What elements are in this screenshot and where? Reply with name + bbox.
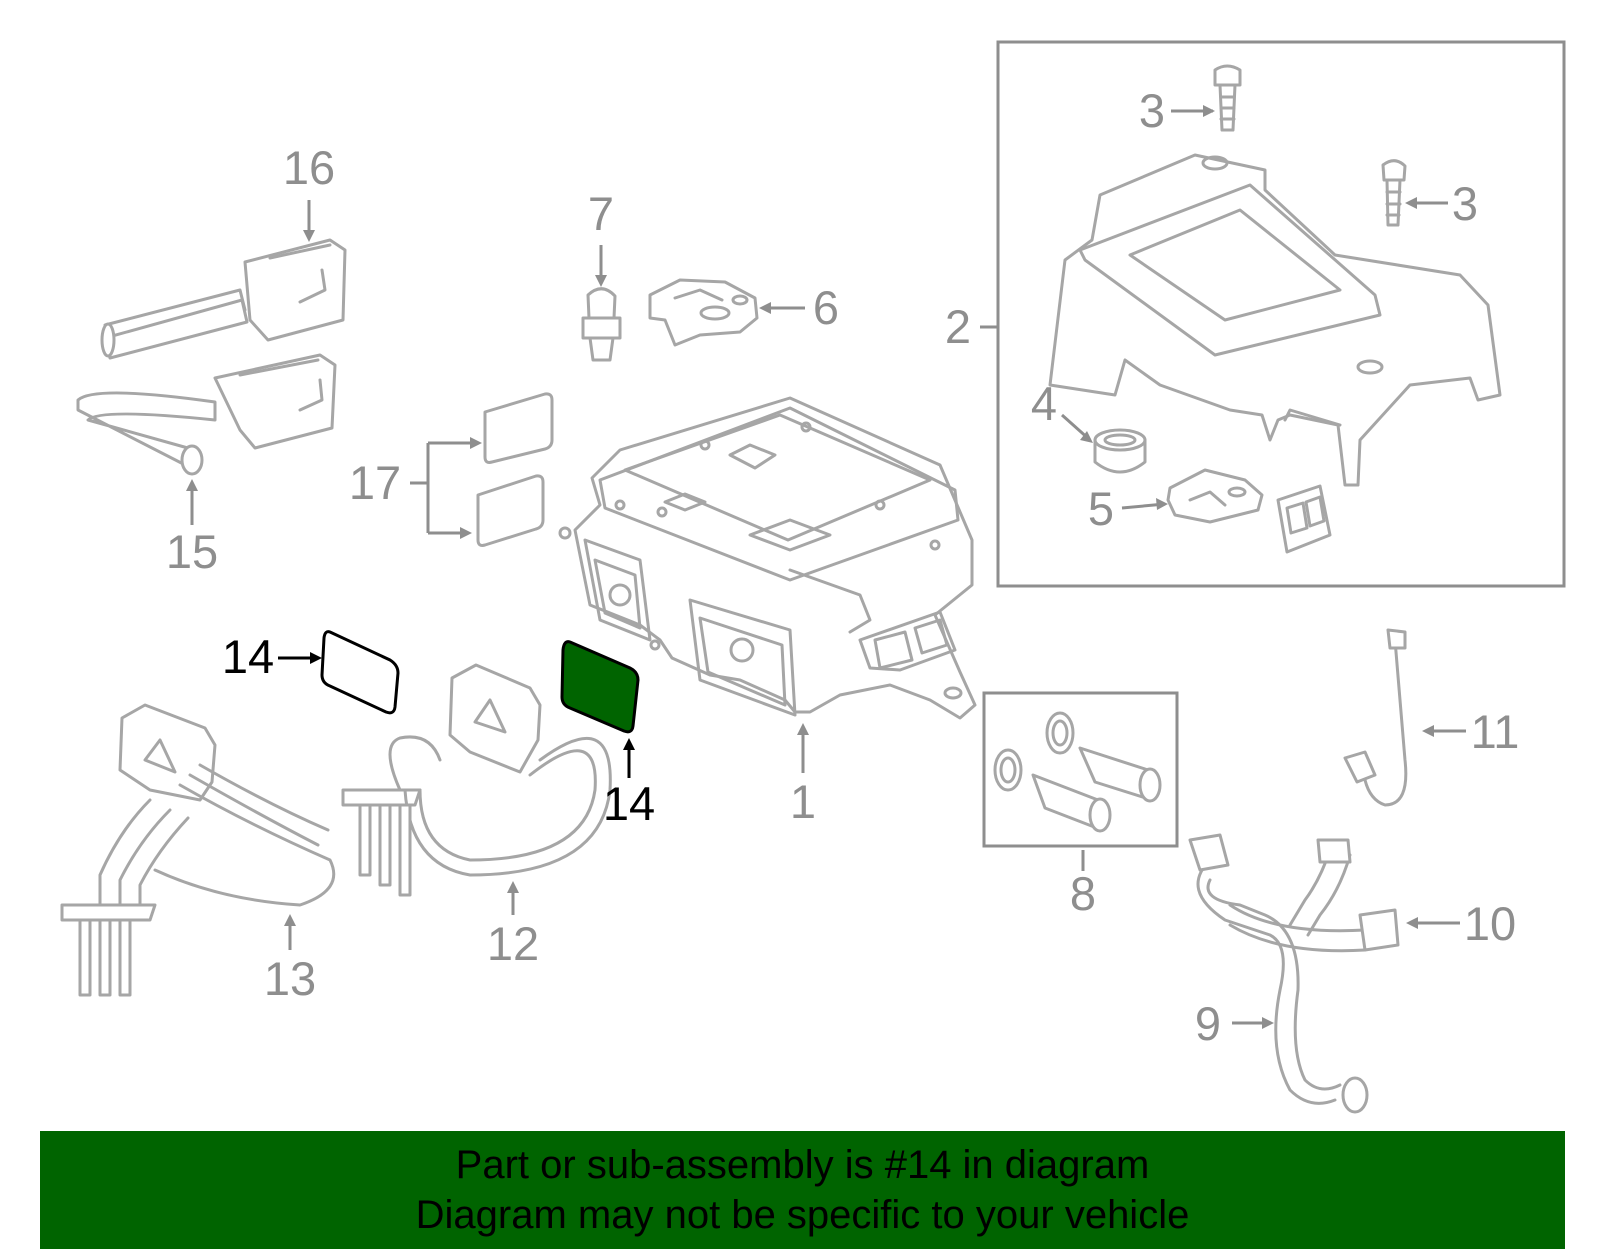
part-8-fittings-drawing xyxy=(993,711,1162,833)
part-15-connector-drawing xyxy=(76,353,337,476)
callout-10: 10 xyxy=(1464,897,1516,950)
part-10-hose-drawing xyxy=(1228,838,1400,953)
callout-3-top: 3 xyxy=(1139,84,1165,137)
part-16-connector-drawing xyxy=(100,238,347,360)
part-14-gasket-left-drawing xyxy=(320,630,400,715)
callout-12: 12 xyxy=(487,917,539,970)
part-17-pads-drawing xyxy=(476,392,554,547)
part-8-group-box xyxy=(982,691,1179,848)
callout-8: 8 xyxy=(1070,867,1096,920)
leader-lines xyxy=(186,105,1466,1029)
callout-11: 11 xyxy=(1471,705,1520,758)
part-11-cable-drawing xyxy=(1343,628,1408,807)
callout-14-highlighted: 14 xyxy=(603,777,655,830)
part-13-busbar-drawing xyxy=(60,703,336,997)
callout-6: 6 xyxy=(813,281,839,334)
callout-9: 9 xyxy=(1195,997,1221,1050)
part-7-stud-drawing xyxy=(581,287,622,362)
callout-3-right: 3 xyxy=(1452,177,1478,230)
callout-15: 15 xyxy=(166,525,218,578)
callout-5: 5 xyxy=(1088,482,1114,535)
callout-2: 2 xyxy=(945,300,971,353)
part-12-busbar-drawing xyxy=(341,663,612,897)
callout-1: 1 xyxy=(790,775,816,828)
callout-7: 7 xyxy=(588,187,614,240)
callout-16: 16 xyxy=(283,141,335,194)
callout-17: 17 xyxy=(349,456,401,509)
banner-disclaimer-line: Diagram may not be specific to your vehi… xyxy=(415,1193,1190,1237)
callout-13: 13 xyxy=(264,952,316,1005)
part-5-bracket-drawing xyxy=(1166,468,1264,524)
part-4-grommet-drawing xyxy=(1093,428,1147,474)
part-3-bolt-right-drawing xyxy=(1381,159,1407,227)
part-1-inverter-drawing xyxy=(558,396,977,720)
part-2-cover-drawing xyxy=(1048,153,1502,487)
part-9-hose-drawing xyxy=(1188,833,1369,1114)
callout-4: 4 xyxy=(1031,377,1057,430)
banner-part-line: Part or sub-assembly is #14 in diagram xyxy=(455,1143,1150,1187)
part-6-bracket-drawing xyxy=(648,278,759,347)
part-14-gasket-highlighted-drawing xyxy=(560,640,640,734)
part-3-bolt-top-drawing xyxy=(1213,64,1242,132)
callout-14-left: 14 xyxy=(222,630,274,683)
info-banner: Part or sub-assembly is #14 in diagram D… xyxy=(40,1131,1565,1249)
part-5-pad-drawing xyxy=(1276,484,1332,554)
part-2-group-box xyxy=(996,40,1566,588)
